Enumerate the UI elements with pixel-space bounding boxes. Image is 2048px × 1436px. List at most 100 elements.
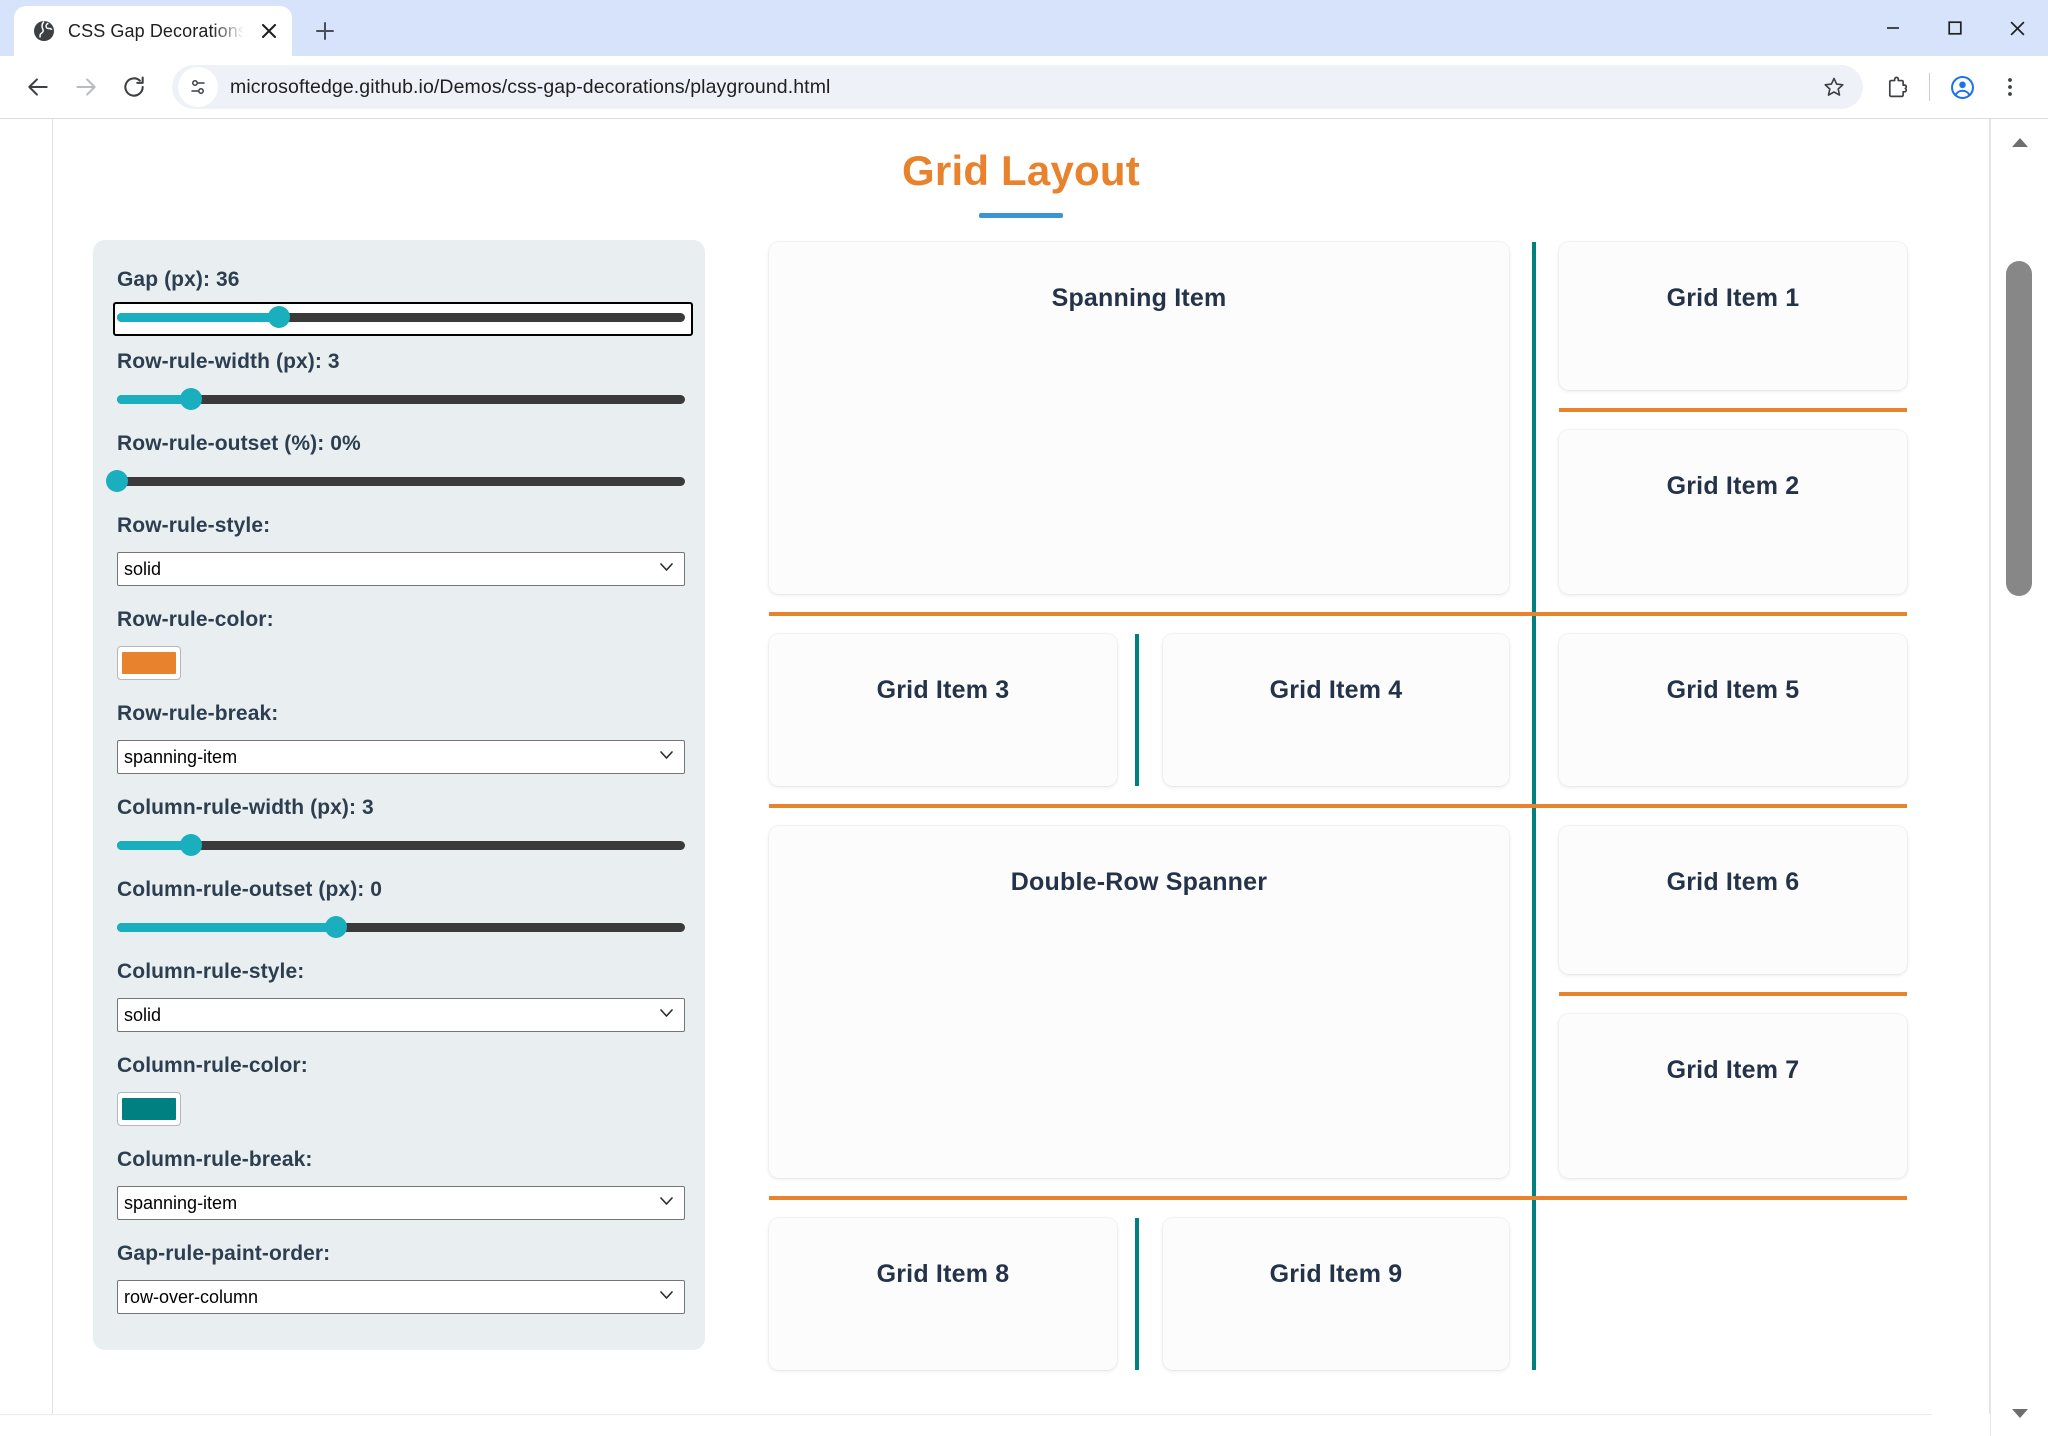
slider-thumb[interactable] (267, 306, 290, 328)
maximize-button[interactable] (1924, 0, 1986, 56)
slider-fill (117, 395, 191, 404)
minimize-button[interactable] (1862, 0, 1924, 56)
star-icon[interactable] (1813, 66, 1855, 108)
control-row_rule_outset: Row-rule-outset (%): 0% (106, 432, 685, 492)
address-bar[interactable]: microsoftedge.github.io/Demos/css-gap-de… (172, 65, 1863, 109)
site-settings-icon[interactable] (178, 67, 218, 107)
browser-toolbar: microsoftedge.github.io/Demos/css-gap-de… (0, 56, 2048, 118)
close-window-button[interactable] (1986, 0, 2048, 56)
slider-column_rule_width[interactable] (117, 834, 685, 856)
control-label-row_rule_outset: Row-rule-outset (%): 0% (117, 432, 361, 455)
select-column_rule_break[interactable]: nonespanning-itemintersection (117, 1186, 685, 1220)
browser-menu-button[interactable] (1986, 63, 2034, 111)
slider-track (117, 841, 685, 850)
scrollbar-thumb[interactable] (2006, 261, 2032, 596)
slider-gap[interactable] (113, 302, 693, 336)
row-rule (769, 612, 1907, 616)
slider-track (117, 395, 685, 404)
grid-cell-label: Grid Item 4 (1269, 676, 1403, 704)
grid-cell-label: Grid Item 8 (876, 1260, 1010, 1288)
select-wrap-row_rule_break: nonespanning-itemintersection (117, 740, 685, 774)
slider-thumb[interactable] (179, 388, 202, 410)
select-row_rule_break[interactable]: nonespanning-itemintersection (117, 740, 685, 774)
select-gap_rule_paint_order[interactable]: row-over-columncolumn-over-row (117, 1280, 685, 1314)
select-wrap-column_rule_style: nonesoliddasheddotteddoublegrooveridgein… (117, 998, 685, 1032)
color-swatch-column_rule_color[interactable] (117, 1092, 181, 1126)
reload-button[interactable] (110, 63, 158, 111)
puzzle-piece-icon (1888, 76, 1907, 97)
grid-demo-area: Spanning Item Grid Item 1 Grid Item 2 Grid … (769, 240, 1925, 1370)
control-label-column_rule_color: Column-rule-color: (117, 1054, 308, 1077)
grid-cell: Grid Item 1 (1559, 242, 1907, 390)
control-column_rule_width: Column-rule-width (px): 3 (117, 796, 685, 856)
grid-container: Spanning Item Grid Item 1 Grid Item 2 Grid … (769, 242, 1907, 1370)
grid-cell: Grid Item 7 (1559, 1014, 1907, 1178)
extensions-button[interactable] (1873, 63, 1921, 111)
url-text[interactable]: microsoftedge.github.io/Demos/css-gap-de… (230, 75, 831, 98)
select-row_rule_style[interactable]: nonesoliddasheddotteddoublegrooveridgein… (117, 552, 685, 586)
slider-column_rule_outset[interactable] (117, 916, 685, 938)
scroll-up-arrow-icon[interactable] (1991, 119, 2048, 165)
slider-track (117, 477, 685, 486)
select-wrap-gap_rule_paint_order: row-over-columncolumn-over-row (117, 1280, 685, 1314)
grid-cell-label: Grid Item 2 (1666, 472, 1800, 500)
vertical-scrollbar[interactable] (1990, 119, 2048, 1436)
slider-thumb[interactable] (106, 470, 128, 492)
grid-cell: Spanning Item (769, 242, 1509, 594)
slider-row_rule_outset[interactable] (106, 470, 685, 492)
grid-cell: Grid Item 9 (1163, 1218, 1509, 1370)
slider-thumb[interactable] (324, 916, 347, 938)
control-row_rule_break: Row-rule-break: nonespanning-itemintersec… (117, 702, 685, 774)
color-swatch-row_rule_color[interactable] (117, 646, 181, 680)
slider-thumb[interactable] (179, 834, 202, 856)
control-label-row_rule_width: Row-rule-width (px): 3 (117, 350, 340, 373)
column-rule (1532, 804, 1536, 1196)
back-arrow-icon (28, 78, 48, 96)
grid-cell-label: Grid Item 1 (1666, 284, 1800, 312)
grid-cell: Grid Item 3 (769, 634, 1117, 786)
grid-cell: Grid Item 5 (1559, 634, 1907, 786)
column-rule (1532, 1196, 1536, 1370)
tab-close-icon[interactable] (256, 18, 282, 44)
forward-arrow-icon (76, 78, 96, 96)
control-label-row_rule_style: Row-rule-style: (117, 514, 271, 537)
window-controls (1862, 0, 2048, 56)
column-rule (1532, 242, 1536, 612)
back-button[interactable] (14, 63, 62, 111)
three-dot-menu-icon (2008, 78, 2012, 96)
grid-cell: Double-Row Spanner (769, 826, 1509, 1178)
grid-cell-label: Spanning Item (1051, 284, 1227, 312)
minimize-icon (1887, 27, 1899, 29)
grid-cell-label: Double-Row Spanner (1010, 868, 1268, 896)
column-rule (1135, 634, 1139, 786)
close-icon (2010, 21, 2024, 35)
control-column_rule_color: Column-rule-color: (117, 1054, 681, 1126)
select-column_rule_style[interactable]: nonesoliddasheddotteddoublegrooveridgein… (117, 998, 685, 1032)
color-swatch-fill (122, 652, 176, 674)
forward-button[interactable] (62, 63, 110, 111)
browser-tab[interactable]: CSS Gap Decorations playgroun (14, 6, 292, 56)
title-underline (979, 213, 1063, 218)
grid-cell-label: Grid Item 6 (1666, 868, 1800, 896)
new-tab-button[interactable] (302, 8, 348, 54)
control-row_rule_color: Row-rule-color: (117, 608, 681, 680)
control-gap_rule_paint_order: Gap-rule-paint-order:row-over-columncolu… (117, 1242, 685, 1314)
grid-cell-label: Grid Item 7 (1666, 1056, 1800, 1084)
profile-button[interactable] (1938, 63, 1986, 111)
control-row_rule_style: Row-rule-style: nonesoliddasheddotteddoub… (117, 514, 685, 586)
plus-icon (316, 22, 334, 40)
control-row_rule_width: Row-rule-width (px): 3 (117, 350, 685, 410)
horizontal-scroll-strip (0, 1414, 1932, 1436)
control-column_rule_outset: Column-rule-outset (px): 0 (117, 878, 685, 938)
slider-fill (117, 313, 279, 322)
control-label-column_rule_style: Column-rule-style: (117, 960, 305, 983)
row-rule (1559, 408, 1907, 412)
control-label-row_rule_break: Row-rule-break: (117, 702, 279, 725)
column-rule (1532, 612, 1536, 804)
scroll-down-arrow-icon[interactable] (1991, 1390, 2048, 1436)
slider-row_rule_width[interactable] (117, 388, 685, 410)
